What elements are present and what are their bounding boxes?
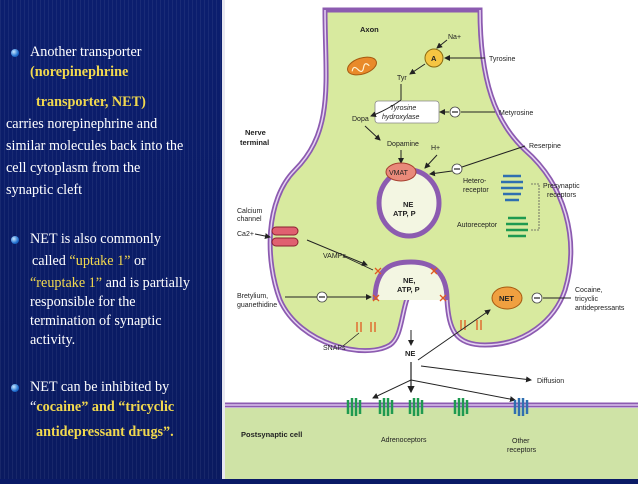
presynaptic-label-2: receptors [547,192,577,199]
tricyclic-text: and “tricyclic [91,399,175,415]
tyr-label: Tyr [397,75,407,82]
snaps-label: SNAPs [323,345,346,352]
bullet-2-line-1: NET is also commonly [30,231,161,247]
transporter-a-label: A [431,54,437,63]
na-label: Na+ [448,34,461,41]
reserpine-label: Reserpine [529,143,561,150]
cocaine-label-1: Cocaine, [575,287,603,294]
vesicle-atp-label: ATP, P [393,209,416,218]
mitochondrion [347,56,377,76]
docking-ne-label: NE, [403,276,416,285]
bullet-1-line-1: Another transporter [30,44,142,60]
synapse-diagram: Axon Na+ A Tyrosine Tyr Tyrosine hydroxy… [225,0,638,479]
bretylium-label-2: guanethidine [237,302,277,309]
called-text: called [32,253,66,269]
cocaine-label-2: tricyclic [575,296,598,303]
adrenoceptor-icons [346,398,469,416]
cleft-ne-label: NE [405,349,415,358]
docking-atp-label: ATP, P [397,285,420,294]
bullet-1-line-7: synaptic cleft [6,182,83,198]
other-receptor-icon [513,398,529,416]
dopamine-label: Dopamine [387,141,419,148]
ca-label: Ca2+ [237,231,254,238]
bullet-3-line-1: NET can be inhibited by [30,379,170,395]
bullet-icon [11,236,19,244]
cocaine-text: cocaine” [36,399,89,415]
vmat [385,162,417,182]
vamp-snare-icons [356,267,482,332]
open-quote: “ [30,399,37,415]
bullet-icon [11,384,19,392]
bullet-icon [11,49,19,57]
bullet-2-line-2: called “uptake 1” or [32,253,146,270]
text-panel [0,0,225,479]
adrenoceptors-label: Adrenoceptors [381,437,427,444]
tyrosine-hydroxylase-line2: hydroxylase [382,114,419,121]
other-receptors-label-2: receptors [507,447,537,454]
dopa-label: Dopa [352,116,369,123]
diffusion-label: Diffusion [537,378,564,385]
calcium-channel [271,226,299,247]
bullet-2-line-5: termination of synaptic [30,313,162,329]
bullet-1-line-4: carries norepinephrine and [6,116,158,132]
postsynaptic-cell [225,408,638,479]
vmat-label: VMAT [389,170,409,177]
autoreceptor [506,216,528,238]
bullet-1-line-2: (norepinephrine [30,64,129,80]
cocaine-label-3: antidepressants [575,305,625,312]
bullet-3-line-2: “cocaine” and “tricyclic [30,399,174,416]
other-receptors-label-1: Other [512,438,530,445]
calcium-channel-label-2: channel [237,216,262,223]
net-label: NET [499,294,514,303]
or-text: or [134,253,146,269]
vamps-label: VAMPs [323,253,346,260]
transporter-a [424,48,444,68]
autoreceptor-label: Autoreceptor [457,222,498,229]
nerve-terminal-label-1: Nerve [245,128,266,137]
hetero-label-2: receptor [463,187,489,194]
uptake1-text: “uptake 1” [69,253,131,269]
tyrosine-label: Tyrosine [489,56,516,63]
vesicle-ne-label: NE [403,200,413,209]
bullet-2-line-4: responsible for the [30,294,136,310]
docking-vesicle [372,259,450,301]
bretylium-label-1: Bretylium, [237,293,268,300]
nerve-terminal-label-2: terminal [240,138,269,147]
axon-label: Axon [360,25,379,34]
bullet-1-line-3: transporter, NET) [36,94,146,110]
hplus-label: H+ [431,145,440,152]
tyrosine-hydroxylase-line1: Tyrosine [390,105,416,112]
synapse-svg: Axon Na+ A Tyrosine Tyr Tyrosine hydroxy… [225,7,638,479]
hetero-label-1: Hetero- [463,178,487,185]
calcium-channel-label-1: Calcium [237,208,262,215]
net-transporter [491,286,523,310]
partially-text: and is partially [105,275,190,291]
bullet-3-line-3: antidepressant drugs”. [36,424,174,440]
postsynaptic-label: Postsynaptic cell [241,430,302,439]
bullet-2-line-3: “reuptake 1” and is partially [30,275,190,292]
bullet-1-line-5: similar molecules back into the [6,138,184,154]
reuptake1-text: “reuptake 1” [30,275,103,291]
bullet-2-line-6: activity. [30,332,76,348]
heteroreceptor [501,174,523,202]
bullet-1-line-6: cell cytoplasm from the [6,160,141,176]
metyrosine-label: Metyrosine [499,110,533,117]
presynaptic-label-1: Presynaptic [543,183,580,190]
